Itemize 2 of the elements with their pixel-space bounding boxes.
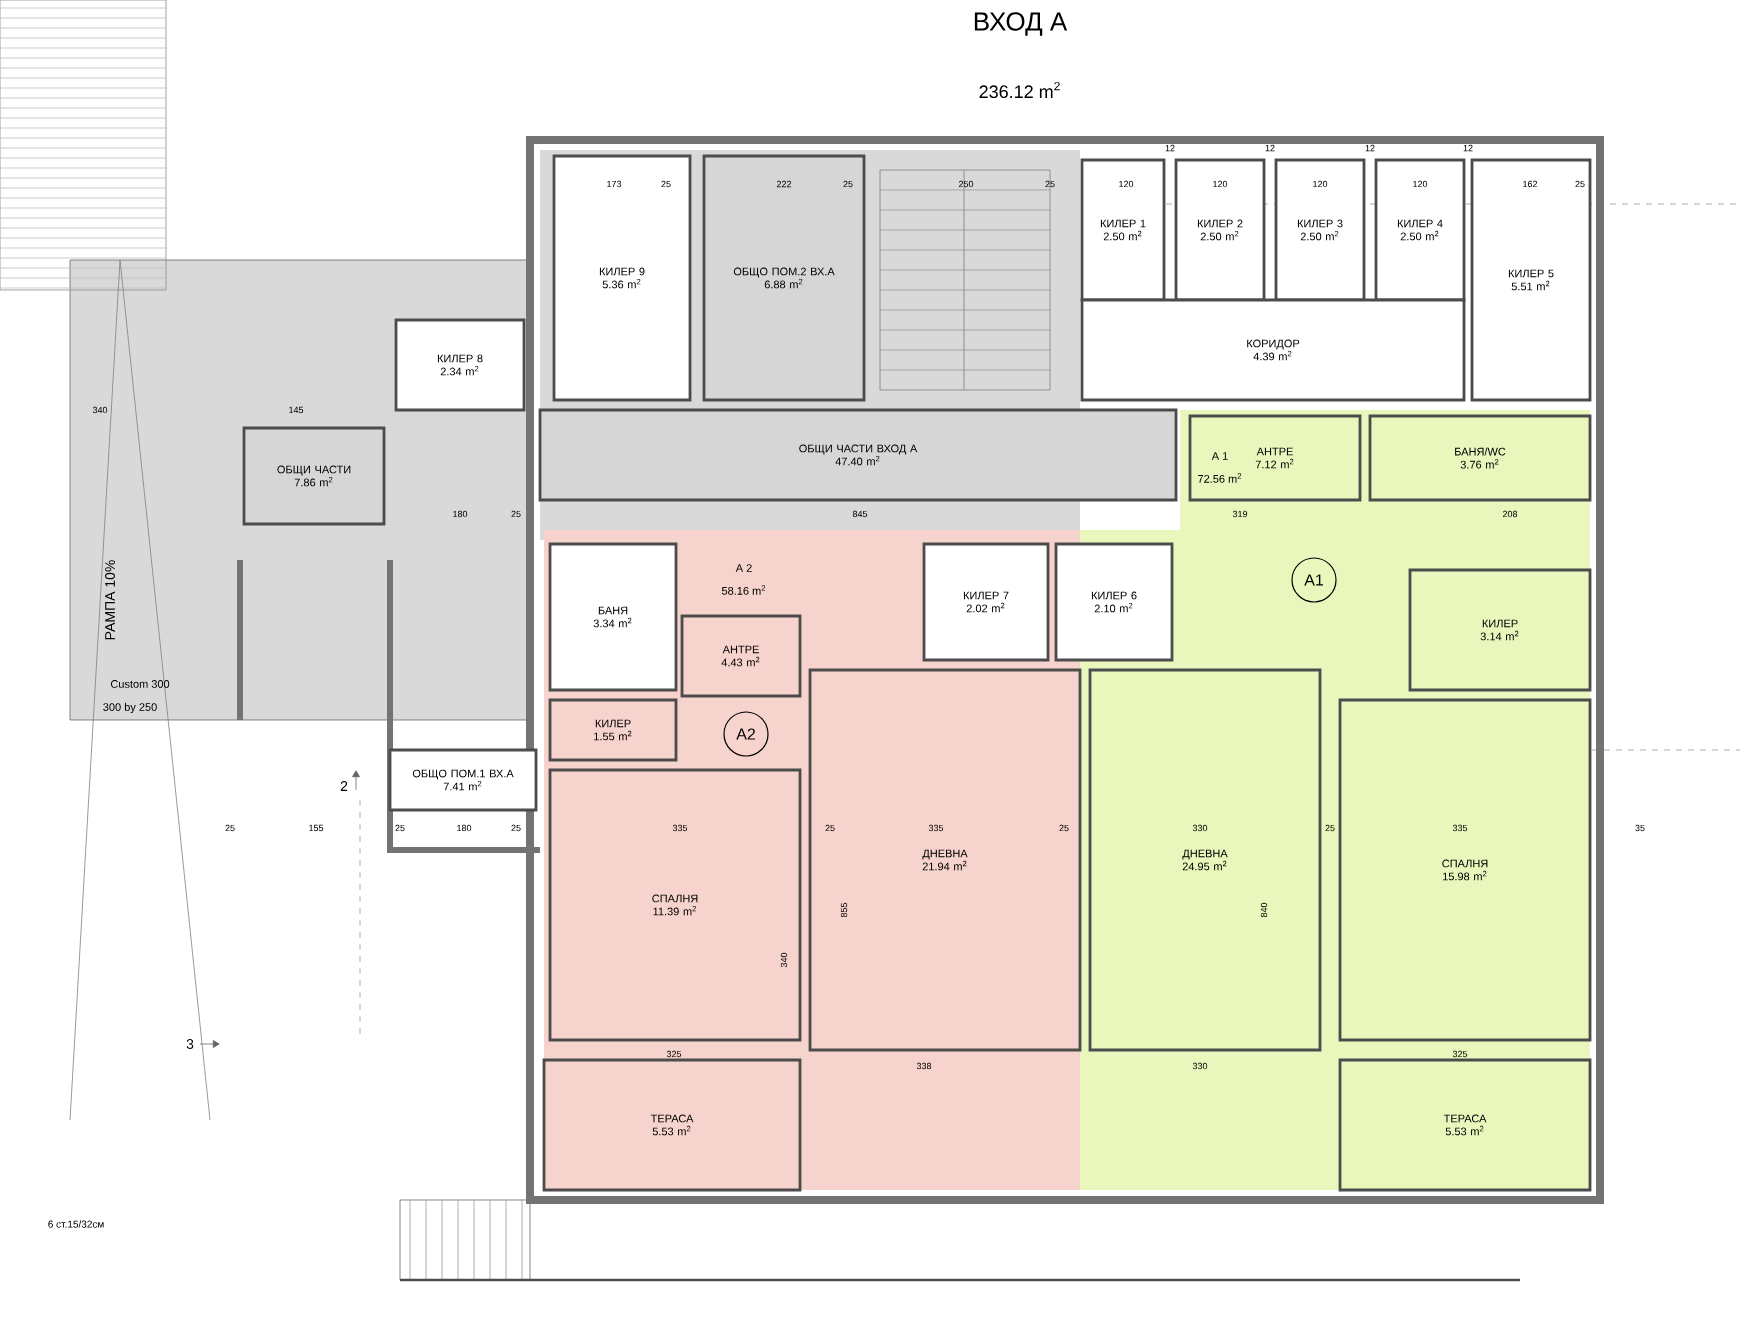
area-text: 236.12 m$^{2}$ <box>979 81 1060 99</box>
title: ВХОД А <box>974 12 1068 36</box>
